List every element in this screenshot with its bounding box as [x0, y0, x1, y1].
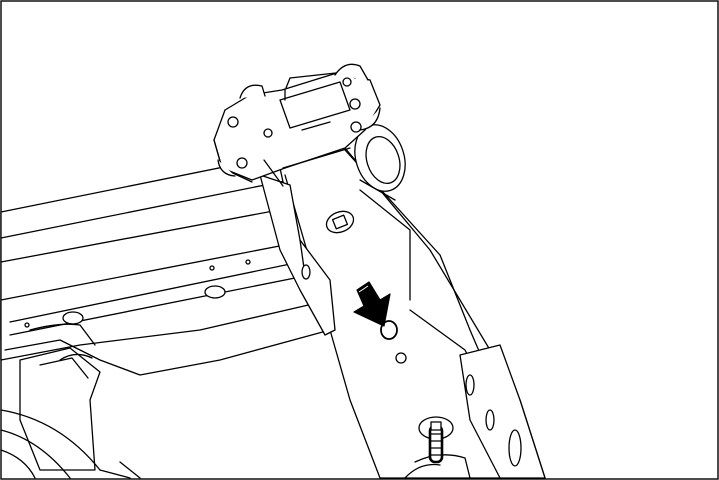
arm: [259, 141, 546, 479]
desk-base: [0, 149, 341, 479]
down-arrow-icon: [353, 281, 391, 327]
pivot-collar: [354, 124, 406, 201]
target-hole: [380, 320, 398, 340]
vesa-mount-plate: [213, 63, 381, 187]
